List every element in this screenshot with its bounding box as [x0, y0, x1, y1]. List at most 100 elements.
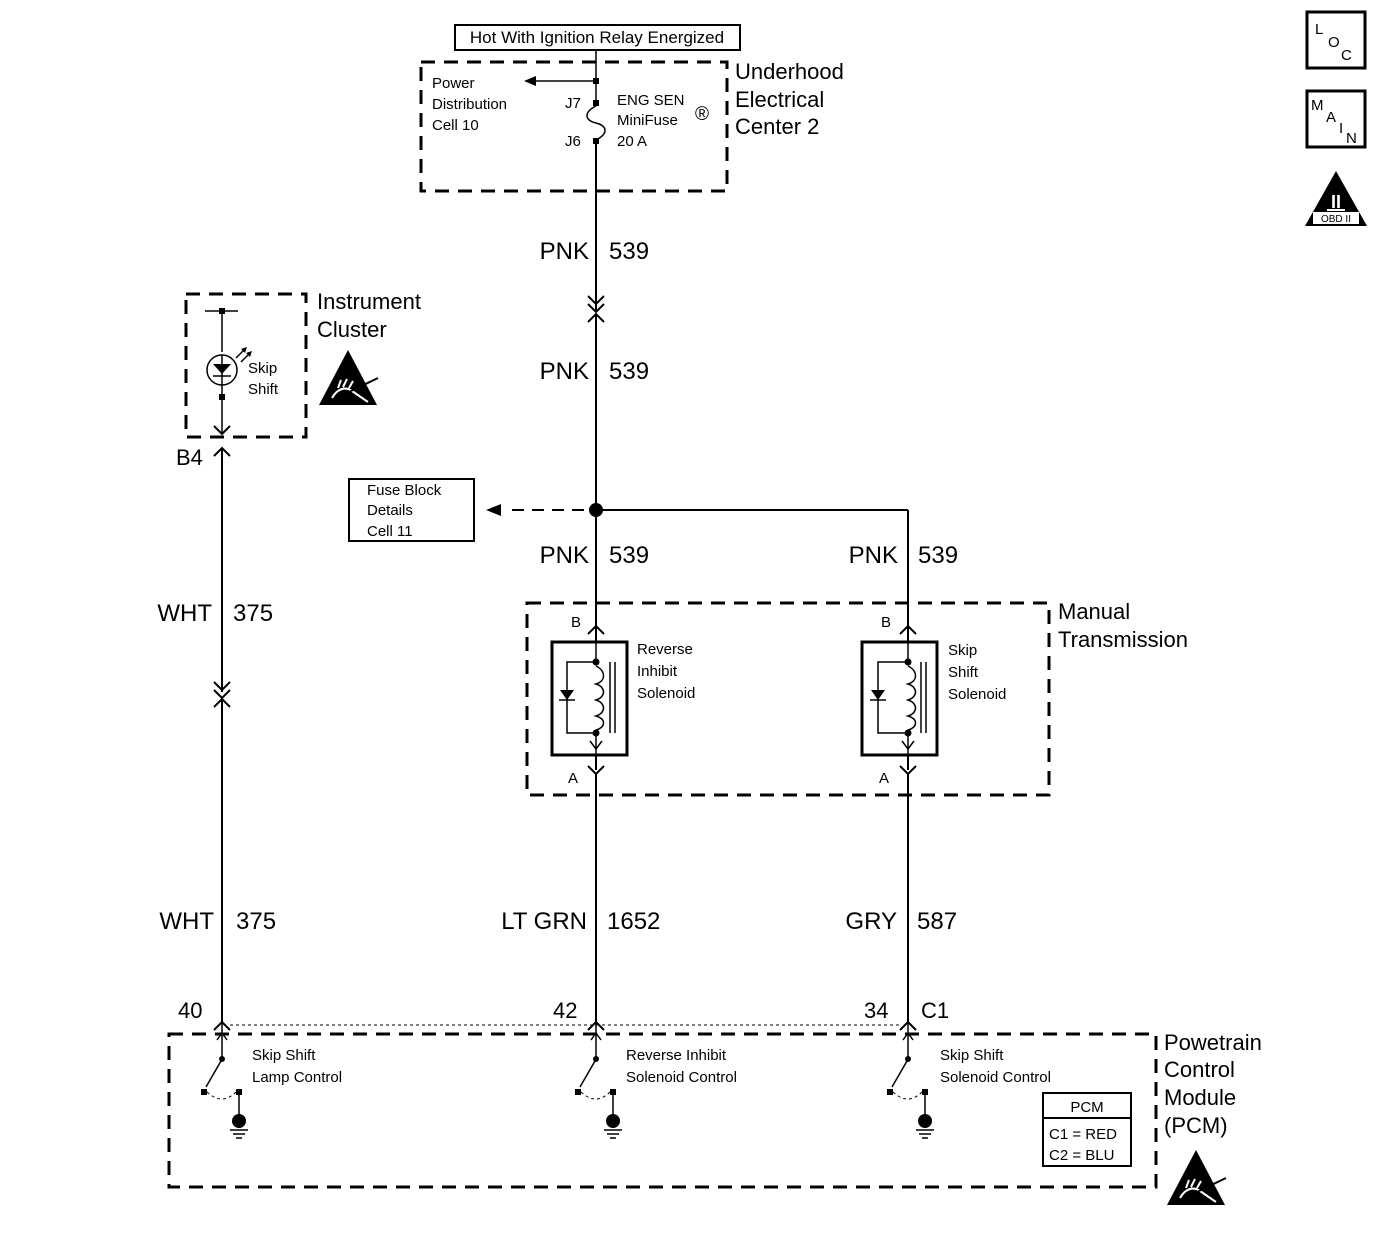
loc-letter-l: L [1315, 21, 1323, 38]
esd-warning-icon [319, 350, 379, 405]
pin-j6-icon [593, 138, 599, 144]
wire-wht-1-color: WHT [157, 600, 212, 627]
main-letter-a: A [1326, 109, 1336, 126]
wire-ltgrn-circuit: 1652 [607, 908, 660, 935]
main-letter-n: N [1346, 130, 1357, 147]
reverse-pin-b: B [571, 614, 581, 631]
skip-control-switch: Skip Shift Solenoid Control [887, 1020, 1051, 1139]
wire-pnk-2-color: PNK [540, 358, 589, 385]
fuse-label-2: MiniFuse [617, 112, 678, 129]
pcm-title-3: Module [1164, 1085, 1236, 1110]
skip-pin-a: A [879, 770, 889, 787]
main-letter-i: I [1339, 120, 1343, 137]
transmission-title-1: Manual [1058, 599, 1130, 624]
manual-transmission-boundary [525, 601, 1051, 797]
obd-numeral: II [1331, 192, 1341, 212]
power-dist-3: Cell 10 [432, 117, 479, 134]
wire-wht-2-circuit: 375 [236, 908, 276, 935]
legend-title: PCM [1070, 1099, 1103, 1116]
reverse-pin-a: A [568, 770, 578, 787]
fuse-icon [586, 105, 606, 141]
wire-wht-2-color: WHT [159, 908, 214, 935]
pin-b4: B4 [176, 445, 203, 470]
switch-icon [891, 1060, 908, 1088]
switch-icon [579, 1060, 596, 1088]
reverse-solenoid-label-1: Reverse [637, 641, 693, 658]
lamp-control-switch: Skip Shift Lamp Control [201, 1020, 342, 1139]
transmission-title-2: Transmission [1058, 627, 1188, 652]
pnk-trunk: PNK 539 PNK 539 PNK 539 PNK 539 [486, 144, 958, 630]
fuse-label-3: 20 A [617, 133, 647, 150]
skip-solenoid-label-3: Solenoid [948, 686, 1006, 703]
wht-375-wire: WHT 375 WHT 375 [157, 448, 276, 1022]
loc-icon[interactable]: L O C [1305, 10, 1367, 70]
obd-label: OBD II [1321, 214, 1351, 225]
diode-icon [871, 690, 885, 700]
fuse-label-1: ENG SEN [617, 92, 685, 109]
connector-male-icon [213, 425, 231, 436]
skip-control-label-2: Solenoid Control [940, 1069, 1051, 1086]
underhood-title-2: Electrical [735, 87, 824, 112]
connector-c1: C1 [921, 998, 949, 1023]
lower-wires: LT GRN 1652 GRY 587 [501, 774, 957, 1022]
loc-letter-o: O [1328, 34, 1340, 51]
legend-c2: C2 = BLU [1049, 1147, 1114, 1164]
obd-ii-icon[interactable]: II OBD II [1305, 171, 1367, 226]
fuse-block-3: Cell 11 [367, 523, 413, 540]
reverse-inhibit-solenoid: B Reverse Inhibit Solenoid A [550, 614, 695, 787]
ignition-header-text: Hot With Ignition Relay Energized [470, 28, 724, 47]
reverse-control-label-2: Solenoid Control [626, 1069, 737, 1086]
manual-transmission: Manual Transmission B Reverse Inhibit So… [525, 599, 1188, 797]
wire-pnk-4-color: PNK [849, 542, 898, 569]
instrument-cluster: Instrument Cluster Skip Shift B4 [176, 289, 421, 470]
pcm-title-4: (PCM) [1164, 1113, 1228, 1138]
cluster-title-2: Cluster [317, 317, 387, 342]
led-lamp-icon [206, 347, 252, 386]
coil-icon [593, 665, 605, 731]
skip-solenoid-label-2: Shift [948, 664, 979, 681]
loc-letter-c: C [1341, 47, 1352, 64]
pin-34: 34 [864, 998, 888, 1023]
main-icon[interactable]: M A I N [1305, 89, 1367, 149]
lamp-control-label-1: Skip Shift [252, 1047, 316, 1064]
fuse-block-details: Fuse Block Details Cell 11 [348, 478, 475, 542]
power-dist-1: Power [432, 75, 475, 92]
fuse-block-2: Details [367, 502, 413, 519]
underhood-boundary [419, 60, 729, 193]
coil-icon [905, 665, 917, 731]
wire-pnk-1-color: PNK [540, 238, 589, 265]
wire-pnk-2-circuit: 539 [609, 358, 649, 385]
wire-wht-1-circuit: 375 [233, 600, 273, 627]
wire-pnk-3-circuit: 539 [609, 542, 649, 569]
wire-pnk-4-circuit: 539 [918, 542, 958, 569]
underhood-electrical-center: Underhood Electrical Center 2 Power Dist… [419, 50, 844, 193]
pcm-title-1: Powetrain [1164, 1030, 1262, 1055]
esd-warning-icon [1167, 1150, 1227, 1205]
pcm-boundary [167, 1032, 1158, 1189]
main-letter-m: M [1311, 97, 1324, 114]
legend-c1: C1 = RED [1049, 1126, 1117, 1143]
skip-control-label-1: Skip Shift [940, 1047, 1004, 1064]
pcm-title-2: Control [1164, 1057, 1235, 1082]
instrument-cluster-boundary [184, 292, 308, 439]
underhood-title-3: Center 2 [735, 114, 819, 139]
pin-j7-icon [593, 100, 599, 106]
pcm-connector-legend: PCM C1 = RED C2 = BLU [1042, 1092, 1132, 1167]
wire-gry-circuit: 587 [917, 908, 957, 935]
power-dist-2: Distribution [432, 96, 507, 113]
wire-ltgrn-color: LT GRN [501, 908, 587, 935]
wire-pnk-1-circuit: 539 [609, 238, 649, 265]
powertrain-control-module: Powetrain Control Module (PCM) 40 42 34 … [167, 998, 1262, 1205]
pin-40: 40 [178, 998, 202, 1023]
pin-j7: J7 [565, 95, 581, 112]
arrow-left-icon [486, 504, 501, 516]
reverse-control-switch: Reverse Inhibit Solenoid Control [575, 1020, 737, 1139]
fuse-block-1: Fuse Block [367, 482, 442, 499]
registered-icon: ® [695, 104, 709, 125]
connector-male-icon [587, 295, 605, 306]
underhood-title-1: Underhood [735, 59, 844, 84]
reverse-solenoid-label-3: Solenoid [637, 685, 695, 702]
reverse-solenoid-label-2: Inhibit [637, 663, 678, 680]
skip-pin-b: B [881, 614, 891, 631]
